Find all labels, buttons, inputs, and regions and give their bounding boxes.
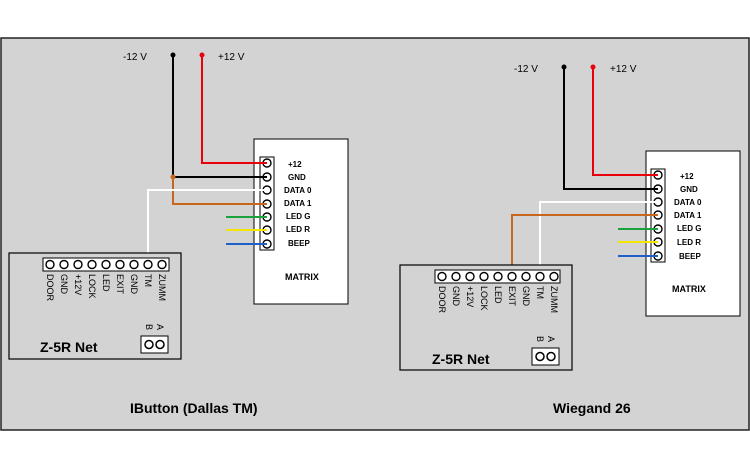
right-controller-terminal	[465, 271, 475, 282]
right-controller-pin-label: ZUMM	[549, 286, 559, 313]
left-matrix-pin-label: DATA 0	[284, 186, 312, 195]
left-supply-plus-node	[199, 52, 205, 58]
right-controller-terminal	[493, 271, 503, 282]
left-supply-minus-label: -12 V	[123, 52, 147, 63]
left-jumper-pin	[144, 339, 154, 350]
left-controller-pin-label: LED	[101, 274, 111, 292]
right-controller-pin-label: TM	[535, 286, 545, 299]
left-controller-pin-label: DOOR	[45, 274, 55, 302]
left-controller-terminal	[129, 259, 139, 270]
left-supply-plus-label: +12 V	[218, 52, 245, 63]
left-diagram: -12 V +12 V MATRIX +12 GND DATA 0 DATA 1…	[8, 52, 349, 416]
right-supply-minus-node	[561, 64, 567, 70]
right-controller-terminal	[521, 271, 531, 282]
left-controller-terminal	[143, 259, 153, 270]
right-matrix-pin-label: DATA 1	[674, 211, 702, 220]
left-matrix-pin-label: LED G	[286, 212, 310, 221]
right-controller-terminal	[507, 271, 517, 282]
left-matrix-pin-labels: +12 GND DATA 0 DATA 1 LED G LED R BEEP	[284, 160, 312, 248]
left-controller-pin-label: +12V	[73, 274, 83, 295]
left-jumper-b-label: B	[144, 324, 154, 330]
left-controller-terminal	[45, 259, 55, 270]
left-jumper-pin	[155, 339, 165, 350]
left-controller-pin-labels: DOOR GND +12V LOCK LED EXIT GND TM ZUMM	[45, 274, 167, 302]
right-controller-pin-label: +12V	[465, 286, 475, 307]
left-matrix-pin-label: DATA 1	[284, 199, 312, 208]
left-matrix-pin-label: +12	[288, 160, 302, 169]
left-controller-pin-label: ZUMM	[157, 274, 167, 301]
right-supply-plus-node	[590, 64, 596, 70]
left-controller-terminal	[115, 259, 125, 270]
left-wire-orange-data1	[172, 177, 267, 205]
left-controller-terminal	[59, 259, 69, 270]
left-supply-minus-node	[170, 52, 176, 58]
right-controller-pin-label: GND	[521, 286, 531, 307]
right-matrix-pin-label: GND	[680, 185, 698, 194]
right-controller-pin-label: GND	[451, 286, 461, 307]
right-supply-minus-label: -12 V	[514, 64, 538, 75]
right-jumper-b-label: B	[535, 336, 545, 342]
left-controller-pin-label: GND	[59, 274, 69, 295]
right-controller-pin-label: EXIT	[507, 286, 517, 307]
right-jumper-pin	[546, 351, 556, 362]
left-controller-pin-label: GND	[129, 274, 139, 295]
right-controller-pin-label: LED	[493, 286, 503, 304]
right-matrix-pin-label: LED R	[677, 238, 701, 247]
left-controller-terminal	[73, 259, 83, 270]
right-supply-plus-label: +12 V	[610, 64, 637, 75]
diagram-panel	[0, 37, 750, 431]
left-controller-terminal	[101, 259, 111, 270]
left-controller-terminal	[87, 259, 97, 270]
left-matrix-pin-label: LED R	[286, 225, 310, 234]
right-controller-pin-labels: DOOR GND +12V LOCK LED EXIT GND TM ZUMM	[437, 286, 559, 314]
right-wire-red-plus12	[592, 69, 658, 176]
left-matrix-title: MATRIX	[285, 272, 319, 282]
right-controller-terminal	[437, 271, 447, 282]
left-matrix-pin-label: BEEP	[288, 239, 310, 248]
right-jumper-a-label: A	[546, 336, 556, 342]
right-matrix-title: MATRIX	[672, 284, 706, 294]
left-controller-pin-label: EXIT	[115, 274, 125, 295]
left-junction-node	[170, 174, 176, 180]
right-caption: Wiegand 26	[553, 400, 631, 416]
left-controller-terminals	[45, 259, 167, 270]
right-controller-terminal	[479, 271, 489, 282]
right-controller-terminal	[549, 271, 559, 282]
right-controller-terminal	[451, 271, 461, 282]
right-wire-orange-data1	[511, 214, 658, 274]
left-caption: IButton (Dallas TM)	[130, 400, 258, 416]
left-wire-red-plus12	[201, 57, 267, 164]
right-diagram: -12 V +12 V MATRIX +12 GND DATA 0 DATA 1…	[399, 64, 741, 416]
right-jumper-pin	[535, 351, 545, 362]
right-controller-pin-label: DOOR	[437, 286, 447, 314]
right-matrix-pin-label: LED G	[677, 224, 701, 233]
right-matrix-pin-label: BEEP	[679, 252, 701, 261]
left-jumper-a-label: A	[155, 324, 165, 330]
right-matrix-pin-labels: +12 GND DATA 0 DATA 1 LED G LED R BEEP	[674, 172, 702, 261]
right-controller-title: Z-5R Net	[432, 351, 490, 367]
right-wire-white-data0	[539, 201, 658, 274]
left-controller-terminal	[157, 259, 167, 270]
right-matrix-pin-label: DATA 0	[674, 198, 702, 207]
right-wire-black-gnd	[563, 69, 658, 190]
left-controller-pin-label: LOCK	[87, 274, 97, 299]
left-controller-pin-label: TM	[143, 274, 153, 287]
right-controller-pin-label: LOCK	[479, 286, 489, 311]
right-matrix-pin-label: +12	[680, 172, 694, 181]
right-controller-terminals	[437, 271, 559, 282]
right-controller-terminal	[535, 271, 545, 282]
left-matrix-pin-label: GND	[288, 173, 306, 182]
left-controller-title: Z-5R Net	[40, 339, 98, 355]
left-wire-white-data0	[147, 189, 267, 262]
